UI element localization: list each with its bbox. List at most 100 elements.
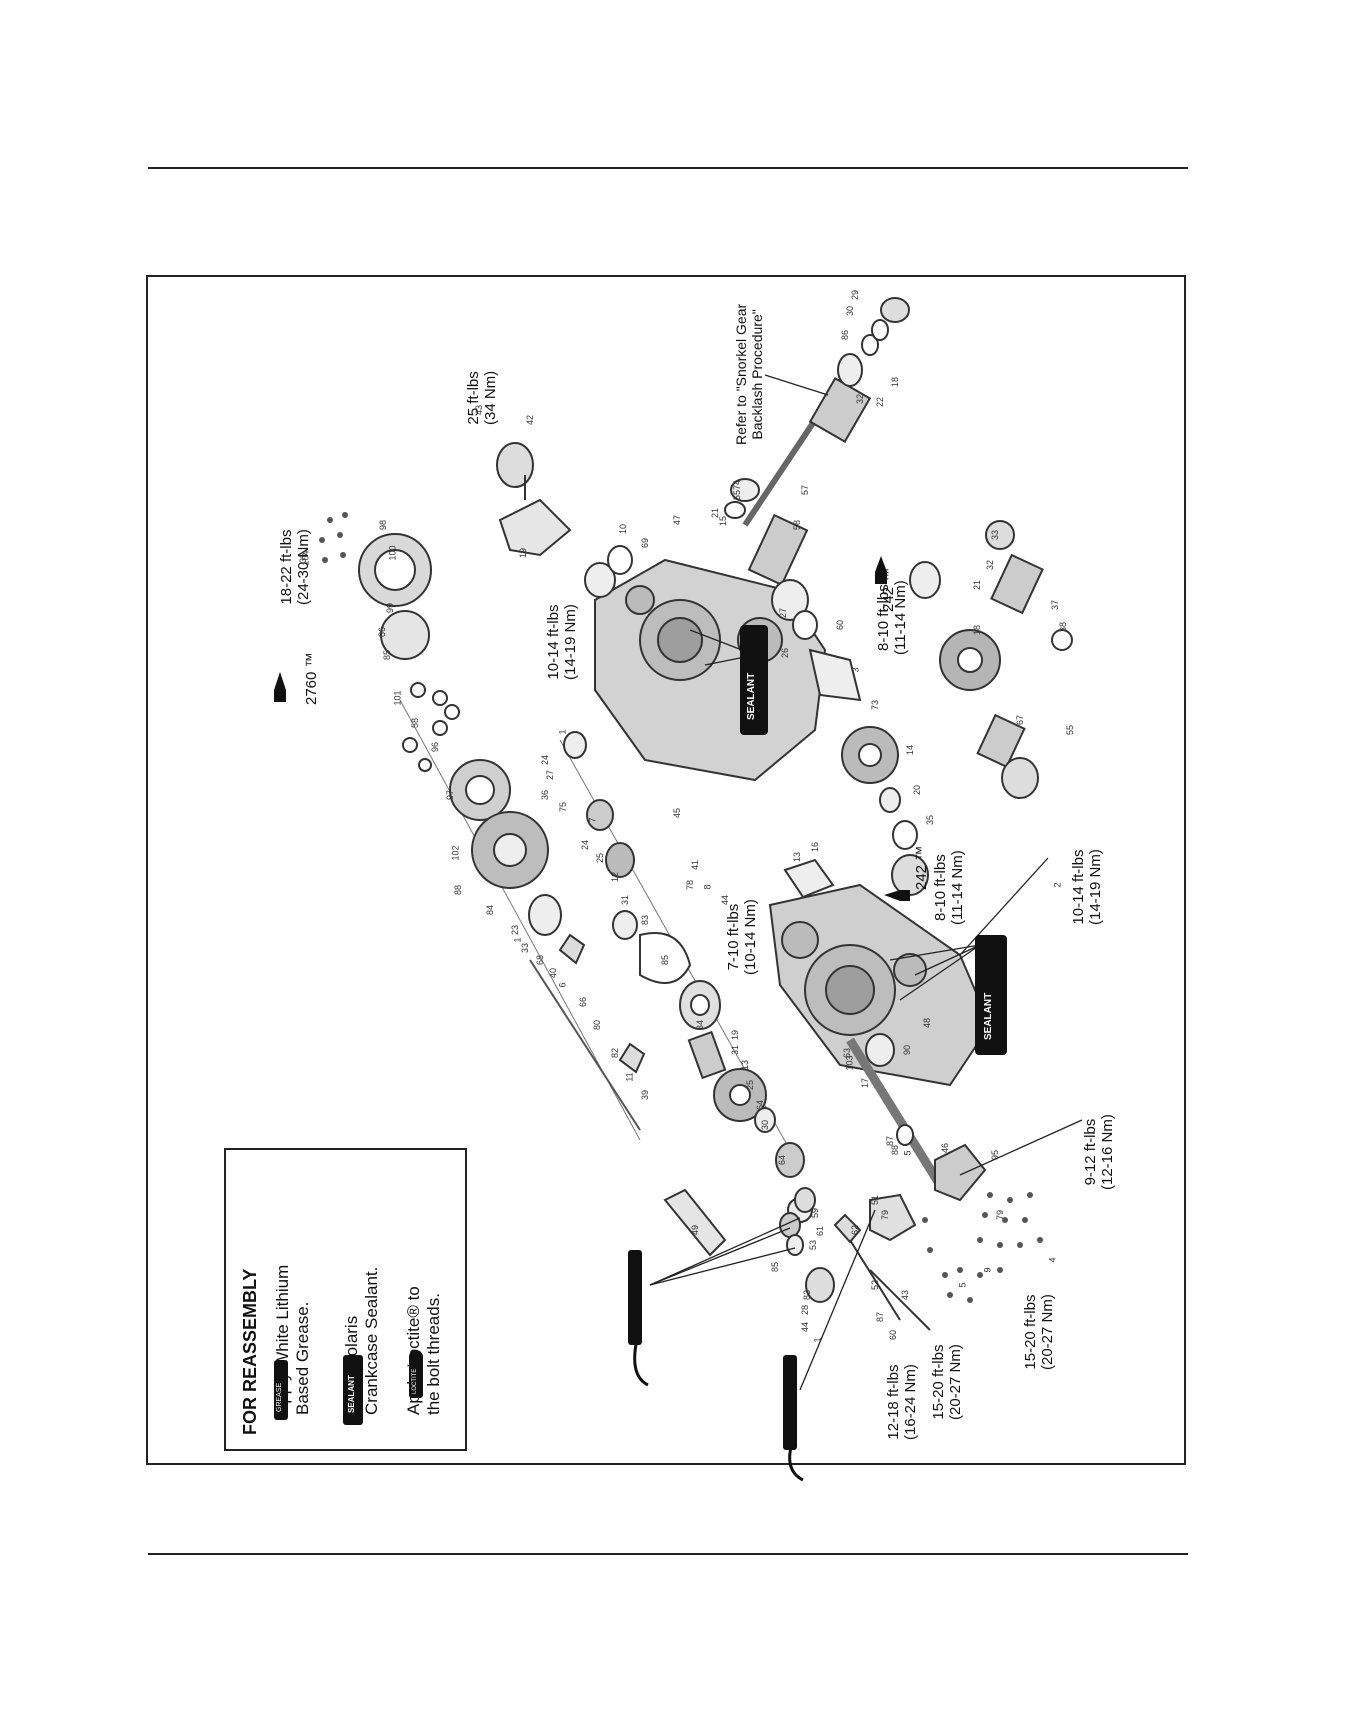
part-number-label: 31 <box>620 894 631 906</box>
part-number-label: 7 <box>587 817 598 823</box>
torque-18-22-nm: (24-30 Nm) <box>295 529 312 605</box>
part-number-label: 27 <box>545 769 556 781</box>
part-number-label: 100 <box>387 545 398 561</box>
part-number-label: 86 <box>377 626 388 638</box>
part-number-label: 55 <box>732 489 743 501</box>
part-number-label: 96 <box>430 741 441 753</box>
part-number-label: 12 <box>610 871 621 883</box>
sealant-tube-label: SEALANT <box>347 1375 356 1413</box>
part-number-label: 6 <box>557 982 568 988</box>
part-number-label: 85 <box>660 954 671 966</box>
part-number-label: 87 <box>875 1311 886 1323</box>
torque-25-nm: (34 Nm) <box>482 370 499 425</box>
part-number-label: 58 <box>792 519 803 531</box>
part-number-label: 52 <box>870 1279 881 1291</box>
legend-loctite-line2: the bolt threads. <box>424 1293 443 1415</box>
part-number-label: 84 <box>485 904 496 916</box>
part-number-label: 64 <box>755 1099 766 1111</box>
grease-tube-label: GREASE <box>276 1382 283 1412</box>
part-number-label: 49 <box>690 1224 701 1236</box>
part-number-label: 2 <box>1052 882 1063 888</box>
part-number-label: 4 <box>1047 1257 1058 1263</box>
part-number-label: 34 <box>695 1019 706 1031</box>
part-number-label: 83 <box>802 1289 813 1301</box>
part-number-label: 1 <box>512 937 523 943</box>
part-number-label: 39 <box>640 1089 651 1101</box>
part-number-label: 101 <box>392 690 403 706</box>
legend-grease-line2: Based Grease. <box>293 1301 312 1415</box>
torque-8-10-lower: 8-10 ft-lbs (11-14 Nm) <box>932 850 966 925</box>
torque-10-14-lower: 10-14 ft-lbs (14-19 Nm) <box>1070 849 1104 925</box>
part-number-label: 32 <box>985 559 996 571</box>
part-number-label: 86 <box>840 329 851 341</box>
torque-12-18-ftlbs: 12-18 ft-lbs <box>885 1364 902 1440</box>
part-number-label: 45 <box>672 807 683 819</box>
legend-sealant-line2: Crankcase Sealant. <box>362 1266 381 1415</box>
part-number-label: 61 <box>815 1225 826 1237</box>
snorkel-note-line2: Backlash Procedure" <box>749 309 765 440</box>
torque-15-20-left-nm: (20-27 Nm) <box>947 1344 964 1420</box>
part-number-label: 19 <box>730 1029 741 1041</box>
part-number-label: 5 <box>957 1282 968 1288</box>
loctite-242-mark-lower: 242 ™ <box>913 845 930 890</box>
loctite-242-mark-upper: 242 ™ <box>880 567 897 612</box>
part-number-label: 64 <box>777 1154 788 1166</box>
part-number-label: 98 <box>378 519 389 531</box>
part-number-label: 85 <box>382 649 393 661</box>
part-number-label: 57 <box>800 484 811 496</box>
part-number-label: 67 <box>1015 714 1026 726</box>
part-number-label: 82 <box>610 1047 621 1059</box>
torque-15-20-right-nm: (20-27 Nm) <box>1039 1294 1056 1370</box>
part-number-label: 95 <box>990 1149 1001 1161</box>
part-number-label: 19 <box>518 547 529 559</box>
part-number-label: 18 <box>890 376 901 388</box>
torque-18-22-ftlbs: 18-22 ft-lbs <box>278 529 295 605</box>
part-number-label: 88 <box>890 1144 901 1156</box>
torque-12-18-nm: (16-24 Nm) <box>902 1364 919 1440</box>
part-number-label: 31 <box>730 1044 741 1056</box>
sealant-callout-lower: SEALANT <box>983 992 994 1040</box>
torque-15-20-left: 15-20 ft-lbs (20-27 Nm) <box>930 1344 964 1420</box>
loctite-bottle-icon <box>409 1350 423 1398</box>
part-number-label: 75 <box>558 801 569 813</box>
part-number-label: 5 <box>902 1150 913 1156</box>
part-number-label: 47 <box>672 514 683 526</box>
part-number-label: 21 <box>972 579 983 591</box>
part-number-label: 25 <box>595 852 606 864</box>
part-number-label: 60 <box>888 1329 899 1341</box>
part-number-label: 25 <box>745 1079 756 1091</box>
sealant-callout-upper: SEALANT <box>746 672 757 720</box>
part-number-label: 59 <box>810 1207 821 1219</box>
part-number-label: 16 <box>810 841 821 853</box>
torque-10-14-upper-ftlbs: 10-14 ft-lbs <box>545 604 562 680</box>
part-number-label: 78 <box>685 879 696 891</box>
sealant-tube-icon <box>343 1355 363 1425</box>
part-number-label: 27 <box>778 607 789 619</box>
part-number-label: 97 <box>445 789 456 801</box>
part-number-label: 23 <box>510 924 521 936</box>
part-number-label: 13 <box>792 851 803 863</box>
part-number-label: 80 <box>592 1019 603 1031</box>
part-number-label: 15 <box>718 515 729 527</box>
part-number-label: 30 <box>845 305 856 317</box>
part-number-label: 40 <box>548 967 559 979</box>
torque-7-10-ftlbs: 7-10 ft-lbs <box>725 903 742 971</box>
torque-15-20-left-ftlbs: 15-20 ft-lbs <box>930 1344 947 1420</box>
part-number-label: 41 <box>690 859 701 871</box>
footer-rule <box>148 1553 1188 1555</box>
reassembly-legend: FOR REASSEMBLY Apply White Lithium Based… <box>224 1148 467 1451</box>
part-number-label: 24 <box>540 754 551 766</box>
part-number-label: 43 <box>474 404 485 416</box>
part-number-label: 74 <box>732 479 743 491</box>
torque-12-18: 12-18 ft-lbs (16-24 Nm) <box>885 1364 919 1440</box>
part-number-label: 103 <box>844 1055 855 1071</box>
part-number-label: 88 <box>453 884 464 896</box>
part-number-label: 33 <box>520 942 531 954</box>
part-number-label: 30 <box>760 1119 771 1131</box>
snorkel-note: Refer to "Snorkel Gear Backlash Procedur… <box>733 304 765 445</box>
torque-15-20-right-ftlbs: 15-20 ft-lbs <box>1022 1294 1039 1370</box>
part-number-label: 55 <box>1065 724 1076 736</box>
torque-9-12: 9-12 ft-lbs (12-16 Nm) <box>1082 1114 1116 1190</box>
part-number-label: 18 <box>972 624 983 636</box>
part-number-label: 17 <box>860 1077 871 1089</box>
